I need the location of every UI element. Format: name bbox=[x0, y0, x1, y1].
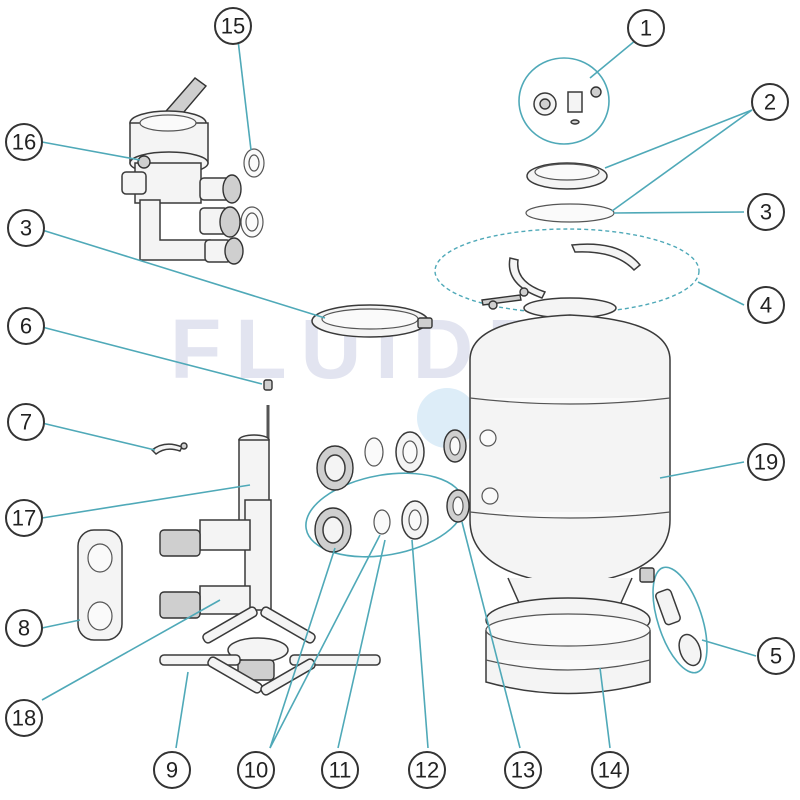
callout-8: 8 bbox=[5, 609, 43, 647]
callout-18: 18 bbox=[5, 699, 43, 737]
union-fittings bbox=[305, 429, 470, 558]
callout-2: 2 bbox=[751, 83, 789, 121]
callout-15-label: 15 bbox=[221, 14, 245, 39]
pressure-gauge-kit bbox=[518, 57, 610, 145]
multiport-valve bbox=[121, 77, 244, 265]
callout-14: 14 bbox=[591, 751, 629, 789]
callout-3-right-label: 3 bbox=[760, 200, 772, 225]
standpipe bbox=[159, 434, 289, 681]
retaining-clip bbox=[150, 442, 188, 456]
drain-plug-kit bbox=[639, 566, 708, 674]
callout-16-label: 16 bbox=[12, 130, 36, 155]
callout-17-label: 17 bbox=[12, 506, 36, 531]
laterals bbox=[159, 606, 381, 696]
callout-9: 9 bbox=[153, 751, 191, 789]
callout-4-label: 4 bbox=[760, 293, 772, 318]
callout-5-label: 5 bbox=[770, 644, 782, 669]
clamp-assembly bbox=[434, 228, 700, 314]
callout-3-right: 3 bbox=[747, 193, 785, 231]
callout-19-label: 19 bbox=[754, 450, 778, 475]
callout-1: 1 bbox=[627, 9, 665, 47]
callout-5: 5 bbox=[757, 637, 795, 675]
callout-17: 17 bbox=[5, 499, 43, 537]
callout-4: 4 bbox=[747, 286, 785, 324]
callout-10-label: 10 bbox=[244, 758, 268, 783]
callout-9-label: 9 bbox=[166, 758, 178, 783]
callout-15: 15 bbox=[214, 7, 252, 45]
callout-11-label: 11 bbox=[329, 758, 352, 783]
callout-11: 11 bbox=[321, 751, 359, 789]
callout-2-label: 2 bbox=[764, 90, 776, 115]
callout-7-label: 7 bbox=[20, 410, 32, 435]
callout-19: 19 bbox=[747, 443, 785, 481]
callout-10: 10 bbox=[237, 751, 275, 789]
callout-6: 6 bbox=[7, 307, 45, 345]
callout-13-label: 13 bbox=[511, 758, 535, 783]
filter-lid bbox=[526, 162, 608, 190]
lid-oring bbox=[525, 203, 615, 223]
callout-3-left: 3 bbox=[7, 209, 45, 247]
callout-18-label: 18 bbox=[12, 706, 36, 731]
callout-7: 7 bbox=[7, 403, 45, 441]
callout-1-label: 1 bbox=[640, 16, 652, 41]
callout-12-label: 12 bbox=[415, 758, 439, 783]
callout-3-left-label: 3 bbox=[20, 216, 32, 241]
callout-8-label: 8 bbox=[18, 616, 30, 641]
valve-orings bbox=[240, 148, 265, 238]
tank-base bbox=[485, 577, 651, 695]
callout-16: 16 bbox=[5, 123, 43, 161]
callout-13: 13 bbox=[504, 751, 542, 789]
clamp-ring bbox=[311, 304, 433, 338]
filter-tank bbox=[469, 297, 671, 586]
callout-12: 12 bbox=[408, 751, 446, 789]
pipe-bracket bbox=[77, 529, 123, 641]
callout-6-label: 6 bbox=[20, 314, 32, 339]
callout-14-label: 14 bbox=[598, 758, 622, 783]
leader-lines bbox=[41, 39, 757, 749]
